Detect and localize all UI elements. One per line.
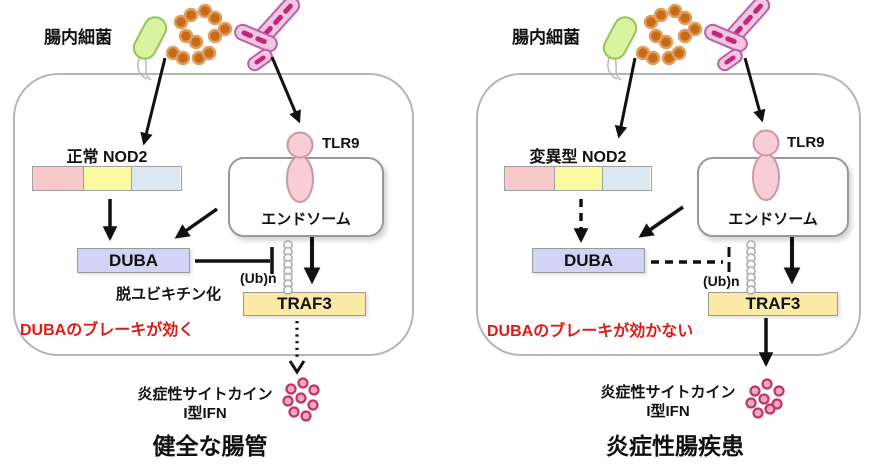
green-rod-bacterium-icon — [602, 16, 638, 60]
tlr9-receptor-icon-left — [286, 131, 314, 203]
nod2-domain-pink — [505, 167, 554, 190]
duba-box-right: DUBA — [532, 248, 645, 273]
cytokine-dots-icon-right — [745, 378, 785, 419]
dotted-arrowhead-left — [288, 360, 306, 375]
arrow-bacteria-to-tlr9-right — [743, 57, 766, 123]
cell-membrane-right — [476, 73, 861, 356]
cytokine-label-line2-left: I型IFN — [183, 405, 227, 422]
cytokine-dots-icon-left — [282, 377, 320, 422]
cell-membrane-left — [13, 73, 414, 356]
tlr9-label-left: TLR9 — [322, 135, 360, 152]
nod2-domain-yellow — [554, 167, 602, 190]
arrow-endosome-to-duba-right — [638, 205, 684, 238]
arrow-endosome-to-duba-left — [174, 207, 219, 239]
gut-bacteria-label-right: 腸内細菌 — [512, 28, 580, 47]
duba-box-left: DUBA — [77, 248, 190, 273]
tlr9-receptor-icon-right — [752, 129, 780, 201]
brown-cocci-cluster-icon — [165, 3, 233, 66]
nod2-label-left: 正常 NOD2 — [66, 149, 148, 166]
nod2-domain-bar-right — [504, 166, 652, 191]
bacteria-group-right — [602, 0, 771, 81]
pink-rod-bacterium-medium-icon — [704, 23, 748, 53]
duba-brake-note-left: DUBAのブレーキが効く — [20, 322, 195, 339]
arrow-bacteria-to-nod2-right — [614, 57, 637, 139]
endosome-label-left: エンドソーム — [261, 211, 351, 228]
nod2-domain-blue — [131, 167, 180, 190]
nod2-label-right: 変異型 NOD2 — [529, 149, 627, 166]
flagellum-icon — [137, 55, 148, 80]
panel-title-left: 健全な腸管 — [152, 433, 268, 459]
ub-chain-label-right: (Ub)n — [703, 273, 740, 289]
traf3-box-right: TRAF3 — [708, 292, 838, 316]
ubiquitin-chain-icon-left — [283, 240, 293, 295]
tlr9-label-right: TLR9 — [787, 134, 825, 151]
cytokine-label-line2-right: I型IFN — [646, 403, 690, 420]
pink-rod-bacterium-small-icon — [247, 48, 273, 72]
flagellum-icon — [607, 55, 618, 80]
endosome-label-right: エンドソーム — [728, 211, 818, 228]
duba-brake-note-right: DUBAのブレーキが効かない — [487, 323, 694, 340]
arrow-bacteria-to-nod2-left — [140, 57, 167, 146]
traf3-box-left: TRAF3 — [243, 292, 366, 316]
nod2-domain-bar-left — [32, 166, 182, 191]
gut-bacteria-label-left: 腸内細菌 — [44, 28, 112, 47]
panel-title-right: 炎症性腸疾患 — [606, 433, 744, 459]
flagellum-icon — [144, 56, 152, 81]
nod2-domain-yellow — [83, 167, 131, 190]
cytokine-label-line1-left: 炎症性サイトカイン — [137, 386, 273, 403]
brown-cocci-cluster-icon — [635, 3, 703, 66]
bacteria-group-left — [132, 0, 301, 81]
green-rod-bacterium-icon — [132, 16, 168, 60]
pink-rod-bacterium-medium-icon — [234, 23, 278, 53]
ub-chain-label-left: (Ub)n — [240, 270, 277, 286]
nod2-domain-blue — [602, 167, 650, 190]
arrow-bacteria-to-tlr9-left — [270, 56, 301, 124]
cytokine-label-line1-right: 炎症性サイトカイン — [600, 384, 736, 401]
deubiquitination-label: 脱ユビキチン化 — [116, 286, 222, 303]
ubiquitin-chain-icon-right — [746, 240, 756, 295]
pink-rod-bacterium-small-icon — [717, 48, 743, 72]
nod2-domain-pink — [33, 167, 83, 190]
flagellum-icon — [614, 56, 622, 81]
